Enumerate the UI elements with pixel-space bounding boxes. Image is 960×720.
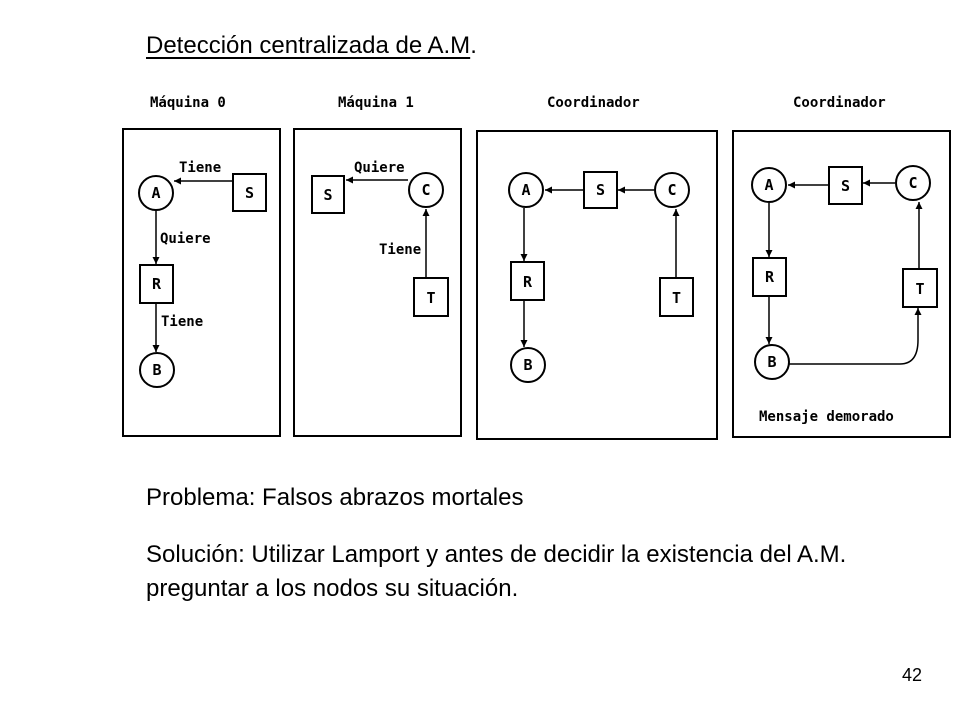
process-node-b-label: B xyxy=(523,356,532,374)
panel-coordinador-1: A S C R T B xyxy=(508,171,694,383)
edge-b-to-t-delayed xyxy=(789,308,922,365)
resource-node-t xyxy=(413,277,449,317)
process-node-b xyxy=(510,347,546,383)
process-node-a xyxy=(751,167,787,203)
process-node-a-label: A xyxy=(521,181,530,199)
process-node-a xyxy=(138,175,174,211)
process-node-b-label: B xyxy=(152,361,161,379)
panel-title-coordinador-2: Coordinador xyxy=(793,95,886,111)
panel-maquina-0-frame xyxy=(122,128,281,437)
resource-node-s-label: S xyxy=(323,186,332,204)
resource-node-r xyxy=(510,261,545,301)
resource-node-s xyxy=(311,175,345,214)
edge-label-tiene-r-b: Tiene xyxy=(161,314,203,330)
resource-node-r-label: R xyxy=(152,275,162,293)
process-node-b xyxy=(139,352,175,388)
resource-node-t xyxy=(659,277,694,317)
panel-maquina-1-frame xyxy=(293,128,462,437)
process-node-c-label: C xyxy=(421,181,430,199)
panel-title-maquina-0: Máquina 0 xyxy=(150,95,226,111)
edge-label-quiere-c-s: Quiere xyxy=(354,160,405,176)
process-node-a-label: A xyxy=(764,176,773,194)
panel-coordinador-1-frame xyxy=(476,130,718,440)
resource-node-r xyxy=(139,264,174,304)
process-node-c-label: C xyxy=(908,174,917,192)
slide-title-text: Detección centralizada de A.M xyxy=(146,32,471,59)
resource-node-s xyxy=(828,166,863,205)
slide-title: Detección centralizada de A.M. xyxy=(146,32,477,60)
process-node-b-label: B xyxy=(767,353,776,371)
process-node-c-label: C xyxy=(667,181,676,199)
edge-label-quiere-a-r: Quiere xyxy=(160,231,211,247)
resource-node-r xyxy=(752,257,787,297)
slide-title-period: . xyxy=(470,32,477,59)
resource-node-t-label: T xyxy=(915,280,924,298)
edge-label-tiene-s-a: Tiene xyxy=(179,160,221,176)
process-node-a-label: A xyxy=(151,184,160,202)
process-node-b xyxy=(754,344,790,380)
resource-node-t-label: T xyxy=(426,289,435,307)
resource-node-r-label: R xyxy=(523,273,533,291)
resource-node-t-label: T xyxy=(672,289,681,307)
panel-maquina-1: S C T Quiere Tiene xyxy=(311,160,449,317)
solution-statement: Solución: Utilizar Lamport y antes de de… xyxy=(146,541,847,602)
resource-node-s-label: S xyxy=(596,181,605,199)
panel-title-maquina-1: Máquina 1 xyxy=(338,95,414,111)
panel-maquina-0: A S R B Tiene Quiere Tiene xyxy=(138,160,267,388)
panel-coordinador-2: A S C R T B Mensaje demorado xyxy=(751,165,938,425)
process-node-c xyxy=(654,172,690,208)
process-node-c xyxy=(895,165,931,201)
process-node-a xyxy=(508,172,544,208)
resource-node-s xyxy=(583,171,618,209)
page-number: 42 xyxy=(902,665,923,685)
resource-node-s xyxy=(232,173,267,212)
resource-node-s-label: S xyxy=(841,177,850,195)
process-node-c xyxy=(408,172,444,208)
edge-label-tiene-t-c: Tiene xyxy=(379,242,421,258)
delayed-message-note: Mensaje demorado xyxy=(759,409,894,425)
resource-node-t xyxy=(902,268,938,308)
resource-node-r-label: R xyxy=(765,268,775,286)
resource-node-s-label: S xyxy=(245,184,254,202)
problem-statement: Problema: Falsos abrazos mortales xyxy=(146,484,524,511)
panel-coordinador-2-frame xyxy=(732,130,951,438)
panel-title-coordinador-1: Coordinador xyxy=(547,95,640,111)
